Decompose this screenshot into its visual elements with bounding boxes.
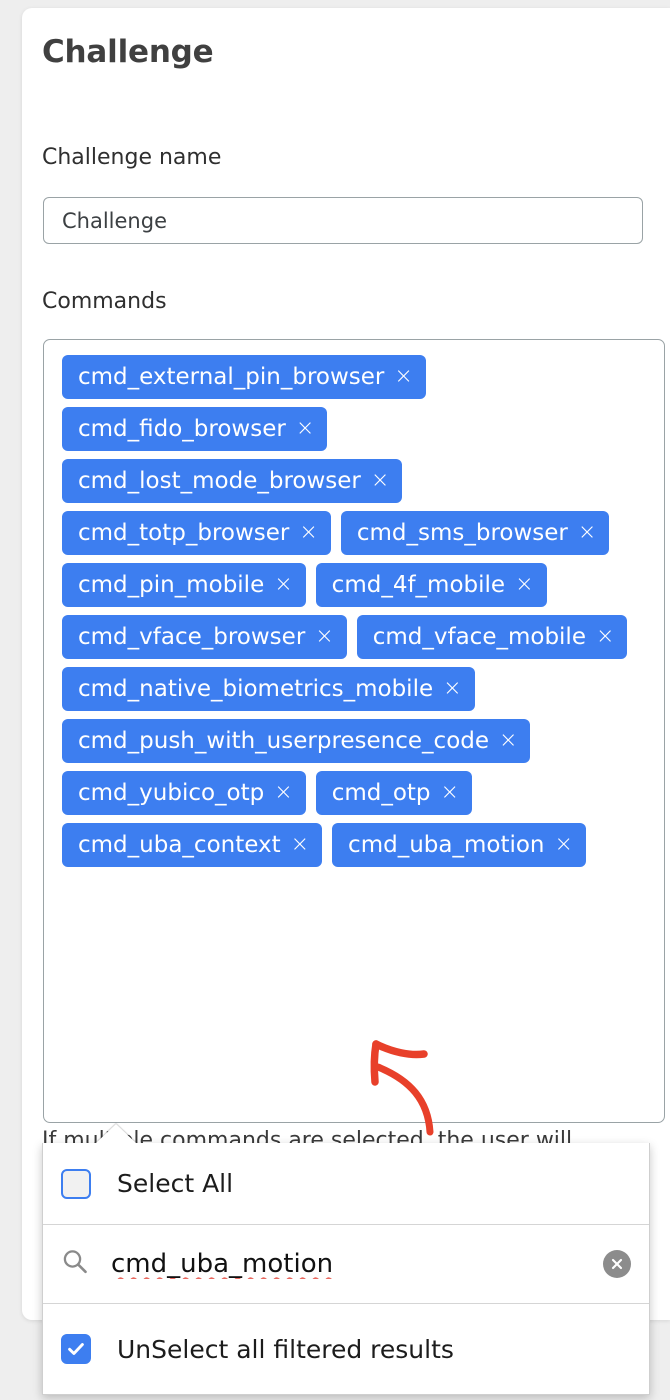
command-tag[interactable]: cmd_4f_mobile × [315, 563, 547, 607]
page-title: Challenge [42, 34, 214, 70]
command-tag[interactable]: cmd_otp × [315, 771, 472, 815]
command-tag[interactable]: cmd_lost_mode_browser × [62, 459, 403, 503]
command-tag-remove-icon[interactable]: × [595, 624, 615, 649]
command-tag-label: cmd_vface_browser [78, 623, 306, 650]
dropdown-search-input[interactable] [109, 1248, 593, 1280]
command-tag-label: cmd_external_pin_browser [78, 363, 385, 390]
command-tag-remove-icon[interactable]: × [515, 572, 534, 597]
command-tag[interactable]: cmd_pin_mobile × [62, 563, 306, 607]
command-tag-remove-icon[interactable]: × [290, 832, 310, 857]
unselect-filtered-checkbox[interactable] [61, 1334, 91, 1364]
command-tag-label: cmd_pin_mobile [78, 571, 265, 598]
command-tag-label: cmd_yubico_otp [78, 779, 265, 806]
command-tag-remove-icon[interactable]: × [299, 520, 318, 545]
command-tag-remove-icon[interactable]: × [274, 572, 293, 597]
command-tag-remove-icon[interactable]: × [499, 728, 518, 753]
command-tag[interactable]: cmd_totp_browser × [62, 511, 331, 555]
search-icon [59, 1246, 91, 1282]
commands-label: Commands [42, 289, 167, 314]
command-tag-label: cmd_fido_browser [78, 415, 286, 442]
command-tag-label: cmd_4f_mobile [331, 571, 506, 598]
command-tag[interactable]: cmd_vface_mobile × [356, 615, 628, 659]
clear-search-icon[interactable] [603, 1250, 631, 1278]
select-all-checkbox[interactable] [61, 1168, 91, 1199]
command-tag[interactable]: cmd_sms_browser × [340, 511, 610, 555]
command-tag-label: cmd_lost_mode_browser [78, 467, 361, 494]
command-tag-label: cmd_vface_mobile [372, 623, 586, 650]
dropdown-item-unselect-filtered[interactable]: UnSelect all filtered results [43, 1304, 649, 1394]
command-tag-remove-icon[interactable]: × [295, 416, 315, 441]
select-all-label: Select All [117, 1169, 234, 1198]
command-tag-remove-icon[interactable]: × [394, 364, 413, 389]
command-tag[interactable]: cmd_yubico_otp × [62, 771, 306, 815]
challenge-name-label: Challenge name [42, 145, 222, 170]
command-tag-remove-icon[interactable]: × [274, 780, 293, 805]
command-tag[interactable]: cmd_push_with_userpresence_code × [62, 719, 531, 763]
command-tag-remove-icon[interactable]: × [370, 468, 390, 493]
dropdown-item-select-all[interactable]: Select All [43, 1143, 649, 1225]
command-tag-remove-icon[interactable]: × [443, 676, 462, 701]
command-tag[interactable]: cmd_external_pin_browser × [62, 355, 426, 399]
command-tag[interactable]: cmd_fido_browser × [62, 407, 328, 451]
commands-tag-list: cmd_external_pin_browser×cmd_fido_browse… [62, 355, 650, 867]
dropdown-search-row[interactable] [43, 1225, 649, 1304]
challenge-name-input[interactable] [43, 197, 643, 244]
command-tag-label: cmd_uba_motion [348, 831, 545, 858]
command-tag[interactable]: cmd_vface_browser × [62, 615, 347, 659]
unselect-filtered-label: UnSelect all filtered results [117, 1334, 454, 1364]
commands-multiselect-box[interactable]: cmd_external_pin_browser×cmd_fido_browse… [43, 339, 665, 1123]
command-tag-remove-icon[interactable]: × [440, 780, 459, 805]
command-tag[interactable]: cmd_uba_motion × [332, 823, 586, 867]
command-tag[interactable]: cmd_uba_context × [62, 823, 323, 867]
commands-dropdown-panel: Select All UnSelect all filtered results [42, 1124, 650, 1395]
command-tag-label: cmd_totp_browser [78, 519, 290, 546]
command-tag-label: cmd_uba_context [78, 831, 281, 858]
command-tag-remove-icon[interactable]: × [577, 520, 597, 545]
command-tag-label: cmd_otp [331, 779, 431, 806]
command-tag-label: cmd_native_biometrics_mobile [78, 675, 434, 702]
command-tag-label: cmd_sms_browser [356, 519, 568, 546]
command-tag[interactable]: cmd_native_biometrics_mobile × [62, 667, 475, 711]
command-tag-remove-icon[interactable]: × [554, 832, 573, 857]
command-tag-remove-icon[interactable]: × [315, 624, 334, 649]
dropdown-caret-icon [96, 1124, 136, 1143]
command-tag-label: cmd_push_with_userpresence_code [78, 727, 490, 754]
